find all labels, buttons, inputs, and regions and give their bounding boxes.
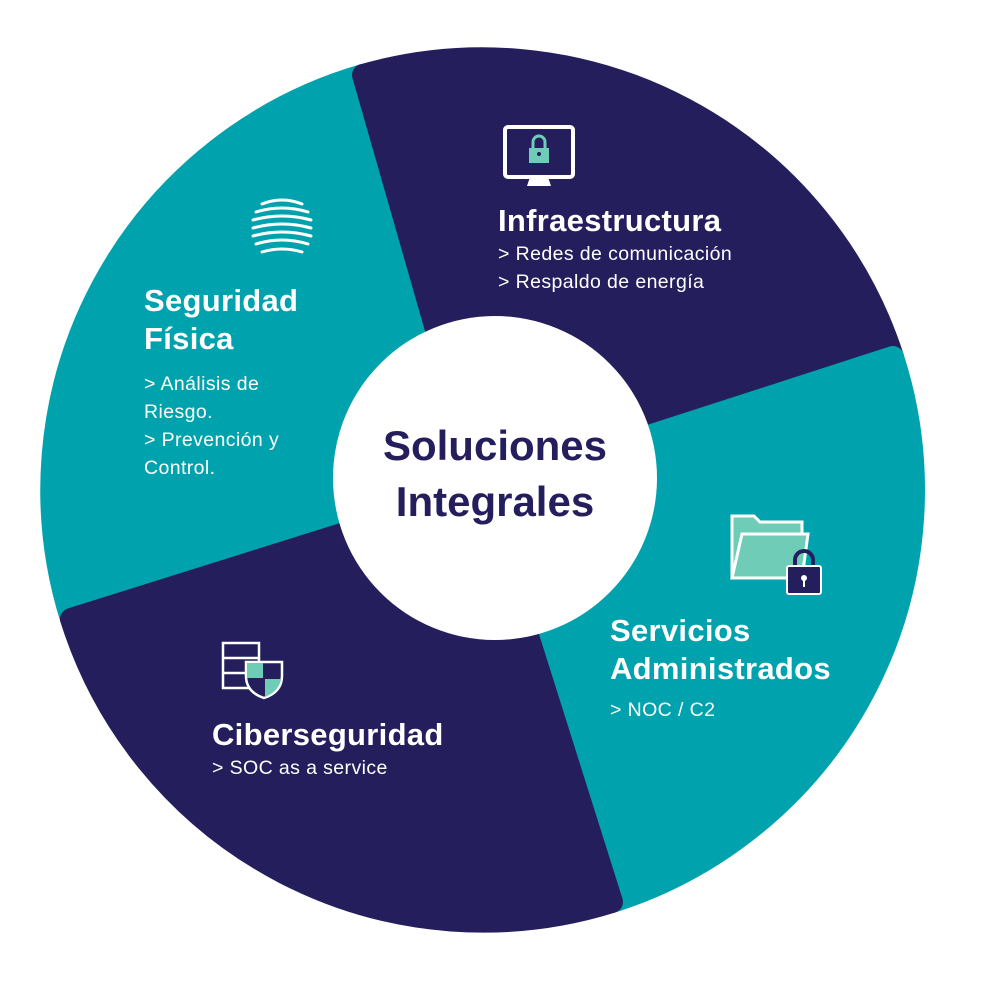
fingerprint-icon [251,197,313,255]
servicios-administrados-label: Servicios Administrados > NOC / C2 [610,612,831,724]
center-circle [333,316,657,640]
segment-item: > Respaldo de energía [498,271,705,293]
segment-title: Administrados [610,651,831,686]
segment-item: > Redes de comunicación [498,243,733,265]
segment-title: Servicios [610,613,751,648]
monitor-lock-icon [503,125,575,186]
segment-item: Riesgo. [144,401,213,423]
server-shield-icon [221,641,284,700]
segment-title: Infraestructura [498,203,722,238]
folder-lock-icon [730,514,822,595]
segment-item: Control. [144,457,216,479]
ciberseguridad-label: Ciberseguridad > SOC as a service [212,716,444,782]
infraestructura-label: Infraestructura > Redes de comunicación … [498,202,732,296]
center-title-line2: Integrales [395,478,595,525]
center-title: Soluciones Integrales [335,418,655,530]
segment-title: Física [144,321,234,356]
segment-item: > Análisis de [144,373,260,395]
segment-title: Ciberseguridad [212,717,444,752]
segment-item: > Prevención y [144,429,280,451]
segment-title: Seguridad [144,283,299,318]
segment-item: > SOC as a service [212,757,388,779]
seguridad-fisica-label: Seguridad Física > Análisis de Riesgo. >… [144,282,298,482]
segment-item: > NOC / C2 [610,699,716,721]
center-title-line1: Soluciones [382,422,608,469]
